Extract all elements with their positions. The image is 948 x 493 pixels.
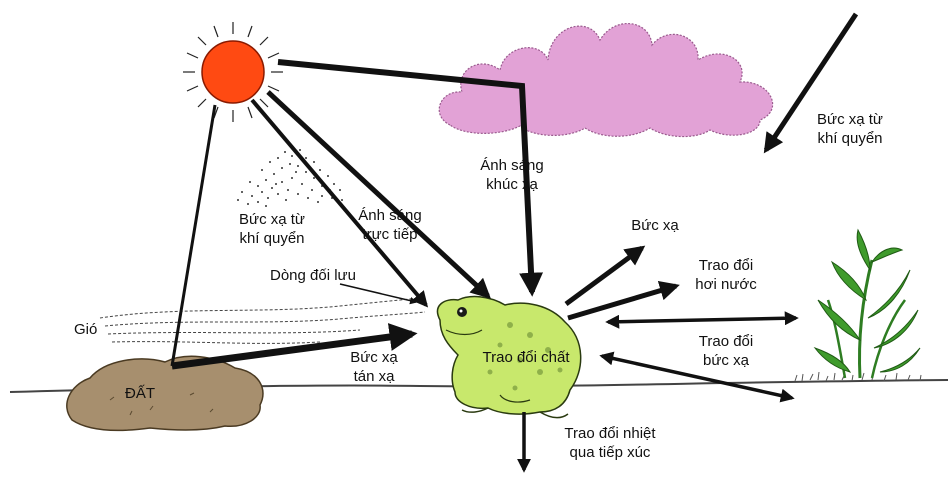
label-refracted-light-line1: Ánh sáng: [480, 157, 544, 174]
label-contact-heat: Trao đổi nhiệt qua tiếp xúc: [540, 424, 680, 462]
arrow-direct-light: [266, 90, 491, 299]
label-contact-heat-line1: Trao đổi nhiệt: [564, 425, 656, 442]
label-wind: Gió: [74, 320, 97, 339]
label-direct-light-line2: trực tiếp: [362, 226, 418, 243]
label-atmo-radiation-line1: Bức xạ từ: [239, 211, 305, 228]
arrow-ground-exchange: [599, 351, 795, 403]
arrow-radiation-out: [564, 245, 646, 307]
label-metabolism: Trao đổi chất: [468, 348, 584, 367]
rock-icon: [66, 355, 264, 432]
label-radiation: Bức xạ: [610, 216, 700, 235]
label-vapor-exchange-line2: hơi nước: [695, 276, 757, 293]
label-sky-radiation-line2: khí quyển: [817, 130, 883, 147]
arrow-radiation-exchange: [605, 311, 799, 329]
label-vapor-exchange-line1: Trao đổi: [698, 257, 754, 274]
label-soil: ĐẤT: [110, 384, 170, 403]
label-direct-light: Ánh sáng trực tiếp: [340, 206, 440, 244]
arrow-vapor-exchange: [567, 280, 680, 321]
label-sky-radiation: Bức xạ từ khí quyển: [800, 110, 900, 148]
label-soil-text: ĐẤT: [125, 385, 155, 402]
label-scattered-radiation: Bức xạ tán xạ: [334, 348, 414, 386]
dust-cloud-icon: [237, 149, 343, 207]
label-convection: Dòng đối lưu: [270, 266, 356, 285]
label-radiation-exchange-line1: Trao đổi: [698, 333, 754, 350]
label-direct-light-line1: Ánh sáng: [358, 207, 422, 224]
label-atmo-radiation: Bức xạ từ khí quyển: [222, 210, 322, 248]
plant-icon: [813, 228, 921, 379]
label-contact-heat-line2: qua tiếp xúc: [569, 444, 651, 461]
label-refracted-light: Ánh sáng khúc xạ: [462, 156, 562, 194]
arrow-refracted-light: [277, 59, 544, 297]
label-sky-radiation-line1: Bức xạ từ: [817, 111, 883, 128]
sun-icon: [183, 22, 283, 122]
label-metabolism-text: Trao đổi chất: [482, 349, 570, 366]
label-vapor-exchange: Trao đổi hơi nước: [676, 256, 776, 294]
label-atmo-radiation-line2: khí quyển: [239, 230, 305, 247]
arrow-atmo-radiation: [250, 98, 429, 308]
label-radiation-exchange-line2: bức xạ: [703, 352, 749, 369]
label-radiation-text: Bức xạ: [631, 217, 679, 234]
arrows: [170, 12, 859, 473]
label-convection-text: Dòng đối lưu: [270, 267, 356, 284]
label-radiation-exchange: Trao đổi bức xạ: [676, 332, 776, 370]
label-scattered-radiation-line1: Bức xạ: [350, 349, 398, 366]
wind-lines-icon: [99, 297, 426, 344]
label-wind-text: Gió: [74, 321, 98, 338]
label-scattered-radiation-line2: tán xạ: [353, 368, 395, 385]
arrow-scattered-radiation: [171, 323, 418, 370]
arrow-convection: [339, 283, 418, 305]
arrow-sky-radiation: [763, 12, 859, 154]
arrow-sun-to-rock: [170, 104, 217, 367]
label-refracted-light-line2: khúc xạ: [486, 176, 538, 193]
